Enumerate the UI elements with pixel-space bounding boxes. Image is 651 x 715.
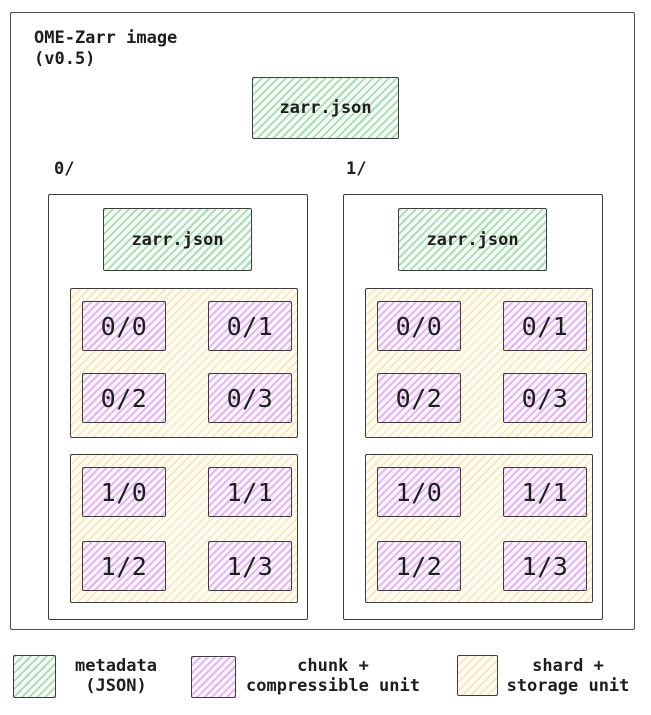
chunk-box: 0/1 [208, 301, 292, 351]
chunk-label: 1/1 [226, 477, 274, 507]
legend-metadata-label: metadata(JSON) [56, 656, 176, 696]
metadata-swatch [13, 655, 56, 698]
shard-swatch [457, 655, 498, 696]
group-0-box: zarr.json 0/0 0/1 0/2 0/3 1/0 1/1 1/2 1/… [48, 194, 308, 620]
chunk-label: 0/3 [226, 383, 274, 413]
chunk-box: 1/1 [503, 467, 587, 517]
legend-metadata-line1: metadata [75, 656, 157, 676]
root-metadata-box: zarr.json [252, 77, 399, 139]
chunk-label: 1/3 [226, 551, 274, 581]
chunk-label: 1/0 [395, 477, 443, 507]
chunk-label: 1/1 [521, 477, 569, 507]
chunk-label: 0/2 [395, 383, 443, 413]
group-1-metadata-label: zarr.json [426, 229, 519, 250]
title-line-1: OME-Zarr image [34, 28, 178, 48]
legend-shard-line1: shard + [532, 656, 604, 676]
chunk-label: 1/2 [100, 551, 148, 581]
chunk-label: 0/0 [100, 311, 148, 341]
chunk-label: 1/0 [100, 477, 148, 507]
chunk-box: 1/2 [377, 541, 461, 591]
chunk-label: 0/1 [226, 311, 274, 341]
diagram-title: OME-Zarr image(v0.5) [34, 28, 177, 70]
chunk-box: 0/3 [208, 373, 292, 423]
group-1-metadata-box: zarr.json [398, 208, 547, 271]
chunk-box: 1/0 [82, 467, 166, 517]
chunk-box: 1/3 [208, 541, 292, 591]
chunk-label: 0/2 [100, 383, 148, 413]
chunk-box: 1/2 [82, 541, 166, 591]
group-1-label: 1/ [346, 159, 367, 179]
chunk-label: 0/3 [521, 383, 569, 413]
chunk-box: 0/3 [503, 373, 587, 423]
group-1-shard-1-box: 1/0 1/1 1/2 1/3 [365, 454, 593, 603]
title-line-2: (v0.5) [34, 49, 96, 69]
group-0-shard-1-box: 1/0 1/1 1/2 1/3 [70, 454, 298, 603]
legend-chunk-label: chunk +compressible unit [243, 656, 423, 696]
chunk-box: 0/2 [82, 373, 166, 423]
chunk-box: 1/1 [208, 467, 292, 517]
group-0-metadata-box: zarr.json [103, 208, 252, 271]
legend-shard-label: shard +storage unit [498, 656, 638, 696]
chunk-label: 1/2 [395, 551, 443, 581]
legend-shard-line2: storage unit [506, 676, 630, 696]
chunk-box: 0/1 [503, 301, 587, 351]
group-1-box: zarr.json 0/0 0/1 0/2 0/3 1/0 1/1 1/2 1/… [343, 194, 603, 620]
legend-metadata-line2: (JSON) [85, 676, 147, 696]
chunk-label: 1/3 [521, 551, 569, 581]
legend-chunk-line2: compressible unit [246, 676, 420, 696]
chunk-box: 1/3 [503, 541, 587, 591]
group-0-label: 0/ [54, 159, 75, 179]
chunk-box: 1/0 [377, 467, 461, 517]
chunk-box: 0/0 [377, 301, 461, 351]
group-0-shard-0-box: 0/0 0/1 0/2 0/3 [70, 288, 298, 438]
chunk-box: 0/2 [377, 373, 461, 423]
chunk-label: 0/1 [521, 311, 569, 341]
chunk-swatch [191, 656, 236, 698]
legend-chunk-line1: chunk + [297, 656, 369, 676]
chunk-label: 0/0 [395, 311, 443, 341]
chunk-box: 0/0 [82, 301, 166, 351]
group-0-metadata-label: zarr.json [131, 229, 224, 250]
root-metadata-label: zarr.json [279, 98, 372, 118]
group-1-shard-0-box: 0/0 0/1 0/2 0/3 [365, 288, 593, 438]
